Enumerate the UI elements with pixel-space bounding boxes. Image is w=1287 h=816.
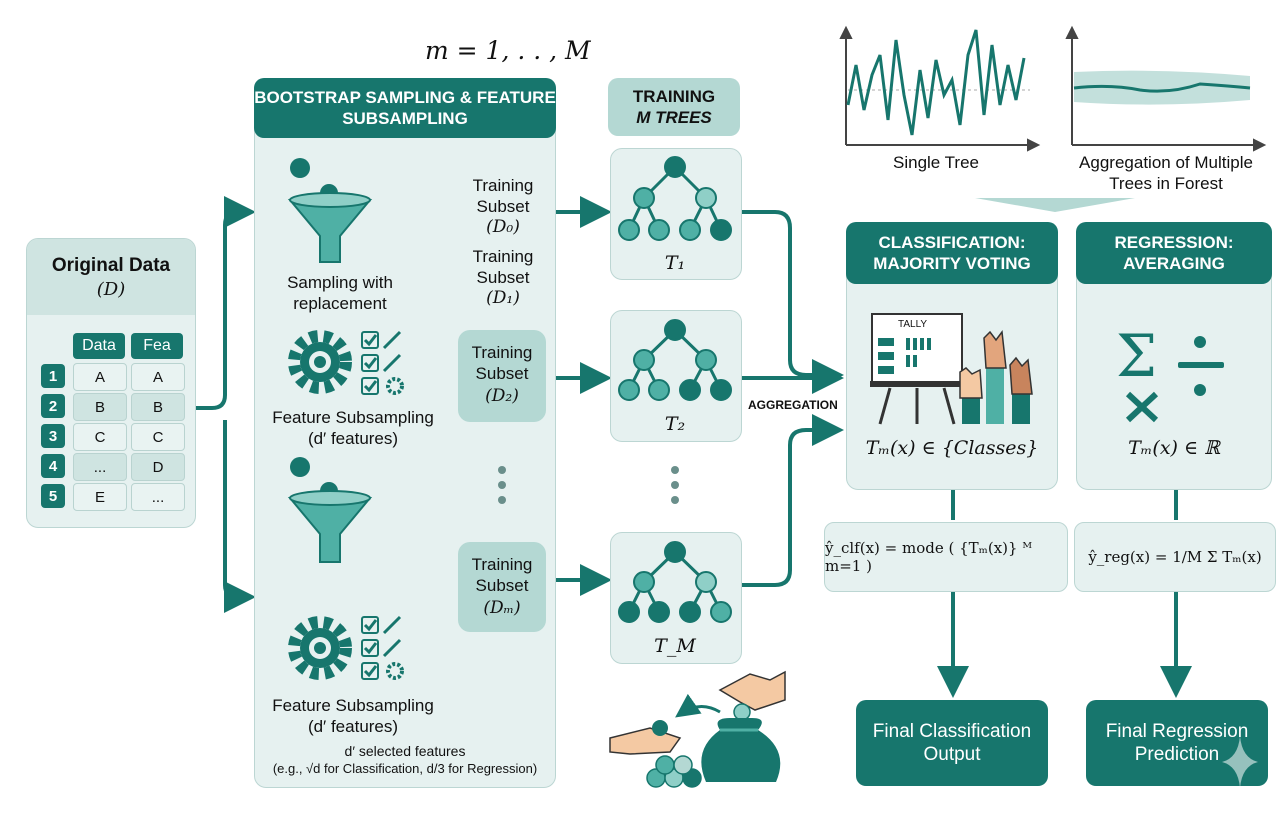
table-cell: C xyxy=(131,423,185,451)
table-cell: C xyxy=(73,423,127,451)
row-number: 4 xyxy=(41,454,65,478)
training-subset-box: Training Subset (D₂) xyxy=(458,330,546,422)
column-header-data: Data xyxy=(73,333,125,359)
selected-features-note: d′ selected features xyxy=(344,743,466,759)
table-cell: D xyxy=(131,453,185,481)
regression-header: REGRESSION: AVERAGING xyxy=(1076,222,1272,284)
single-tree-caption: Single Tree xyxy=(893,153,979,172)
table-cell: B xyxy=(73,393,127,421)
divide-icon xyxy=(1178,336,1224,396)
original-data-symbol: (D) xyxy=(96,279,126,300)
subset-symbol: (D₀) xyxy=(486,217,520,237)
selected-features-example: (e.g., √d for Classification, d/3 for Re… xyxy=(272,761,538,776)
classification-expr: Tₘ(x) ∈ {Classes} xyxy=(865,437,1039,459)
training-header-line2: M TREES xyxy=(636,108,712,127)
bootstrap-header: BOOTSTRAP SAMPLING & FEATURE SUBSAMPLING xyxy=(254,78,556,138)
table-cell: E xyxy=(73,483,127,511)
tree-label: T₂ xyxy=(664,413,686,435)
row-number: 1 xyxy=(41,364,65,388)
column-header-fea: Fea xyxy=(131,333,183,359)
regression-expr: Tₘ(x) ∈ ℝ xyxy=(1128,437,1220,459)
classification-formula: ŷ_clf(x) = mode ( {Tₘ(x)} ᴹ m=1 ) xyxy=(824,522,1068,592)
table-cell: B xyxy=(131,393,185,421)
original-data-panel: Original Data (D) Data Fea 1 A A 2 B B 3… xyxy=(26,238,196,528)
row-number: 5 xyxy=(41,484,65,508)
feature-count-label-2: (d′ features) xyxy=(307,717,399,736)
arrow-to-bottom-sampling xyxy=(223,420,256,613)
training-subset-box: Training Subset (Dₘ) xyxy=(458,542,546,632)
training-header-line1: TRAINING xyxy=(632,87,716,106)
final-classification-output: Final Classification Output xyxy=(856,700,1048,786)
subset-symbol: (Dₘ) xyxy=(483,598,521,618)
tree-label: T_M xyxy=(654,635,696,657)
tree-label: T₁ xyxy=(664,252,686,274)
table-cell: ... xyxy=(131,483,185,511)
feature-subsampling-label-1: Feature Subsampling xyxy=(272,408,434,427)
feature-subsampling-label-2: Feature Subsampling xyxy=(272,696,434,715)
arrow-to-top-sampling xyxy=(196,196,256,410)
hand-coin-icon xyxy=(609,670,786,755)
subset-symbol: (D₂) xyxy=(485,386,519,406)
times-icon xyxy=(1125,391,1159,423)
row-number: 2 xyxy=(41,394,65,418)
subset-symbol: (D₁) xyxy=(486,288,520,308)
subset-label: Training Subset xyxy=(472,247,534,287)
table-cell: A xyxy=(131,363,185,391)
money-bag-icon xyxy=(701,718,781,782)
subset-label: Training Subset xyxy=(471,555,533,595)
training-header: TRAINING M TREES xyxy=(608,78,740,136)
table-cell: ... xyxy=(73,453,127,481)
classification-header: CLASSIFICATION: MAJORITY VOTING xyxy=(846,222,1058,284)
tally-title: TALLY xyxy=(898,319,928,330)
feature-count-label-1: (d′ features) xyxy=(307,429,399,448)
row-number: 3 xyxy=(41,424,65,448)
sampling-label: Sampling with replacement xyxy=(287,273,393,313)
iteration-label: m = 1, . . , M xyxy=(425,36,591,65)
regression-formula: ŷ_reg(x) = 1/M Σ Tₘ(x) xyxy=(1074,522,1276,592)
original-data-title: Original Data xyxy=(51,255,171,276)
table-cell: A xyxy=(73,363,127,391)
subset-label: Training Subset xyxy=(471,343,533,383)
subset-label: Training Subset xyxy=(472,176,534,216)
aggregation-caption: Aggregation of Multiple Trees in Forest xyxy=(1079,153,1253,193)
sigma-icon: Σ xyxy=(1116,322,1157,390)
aggregation-label: AGGREGATION xyxy=(748,398,838,412)
